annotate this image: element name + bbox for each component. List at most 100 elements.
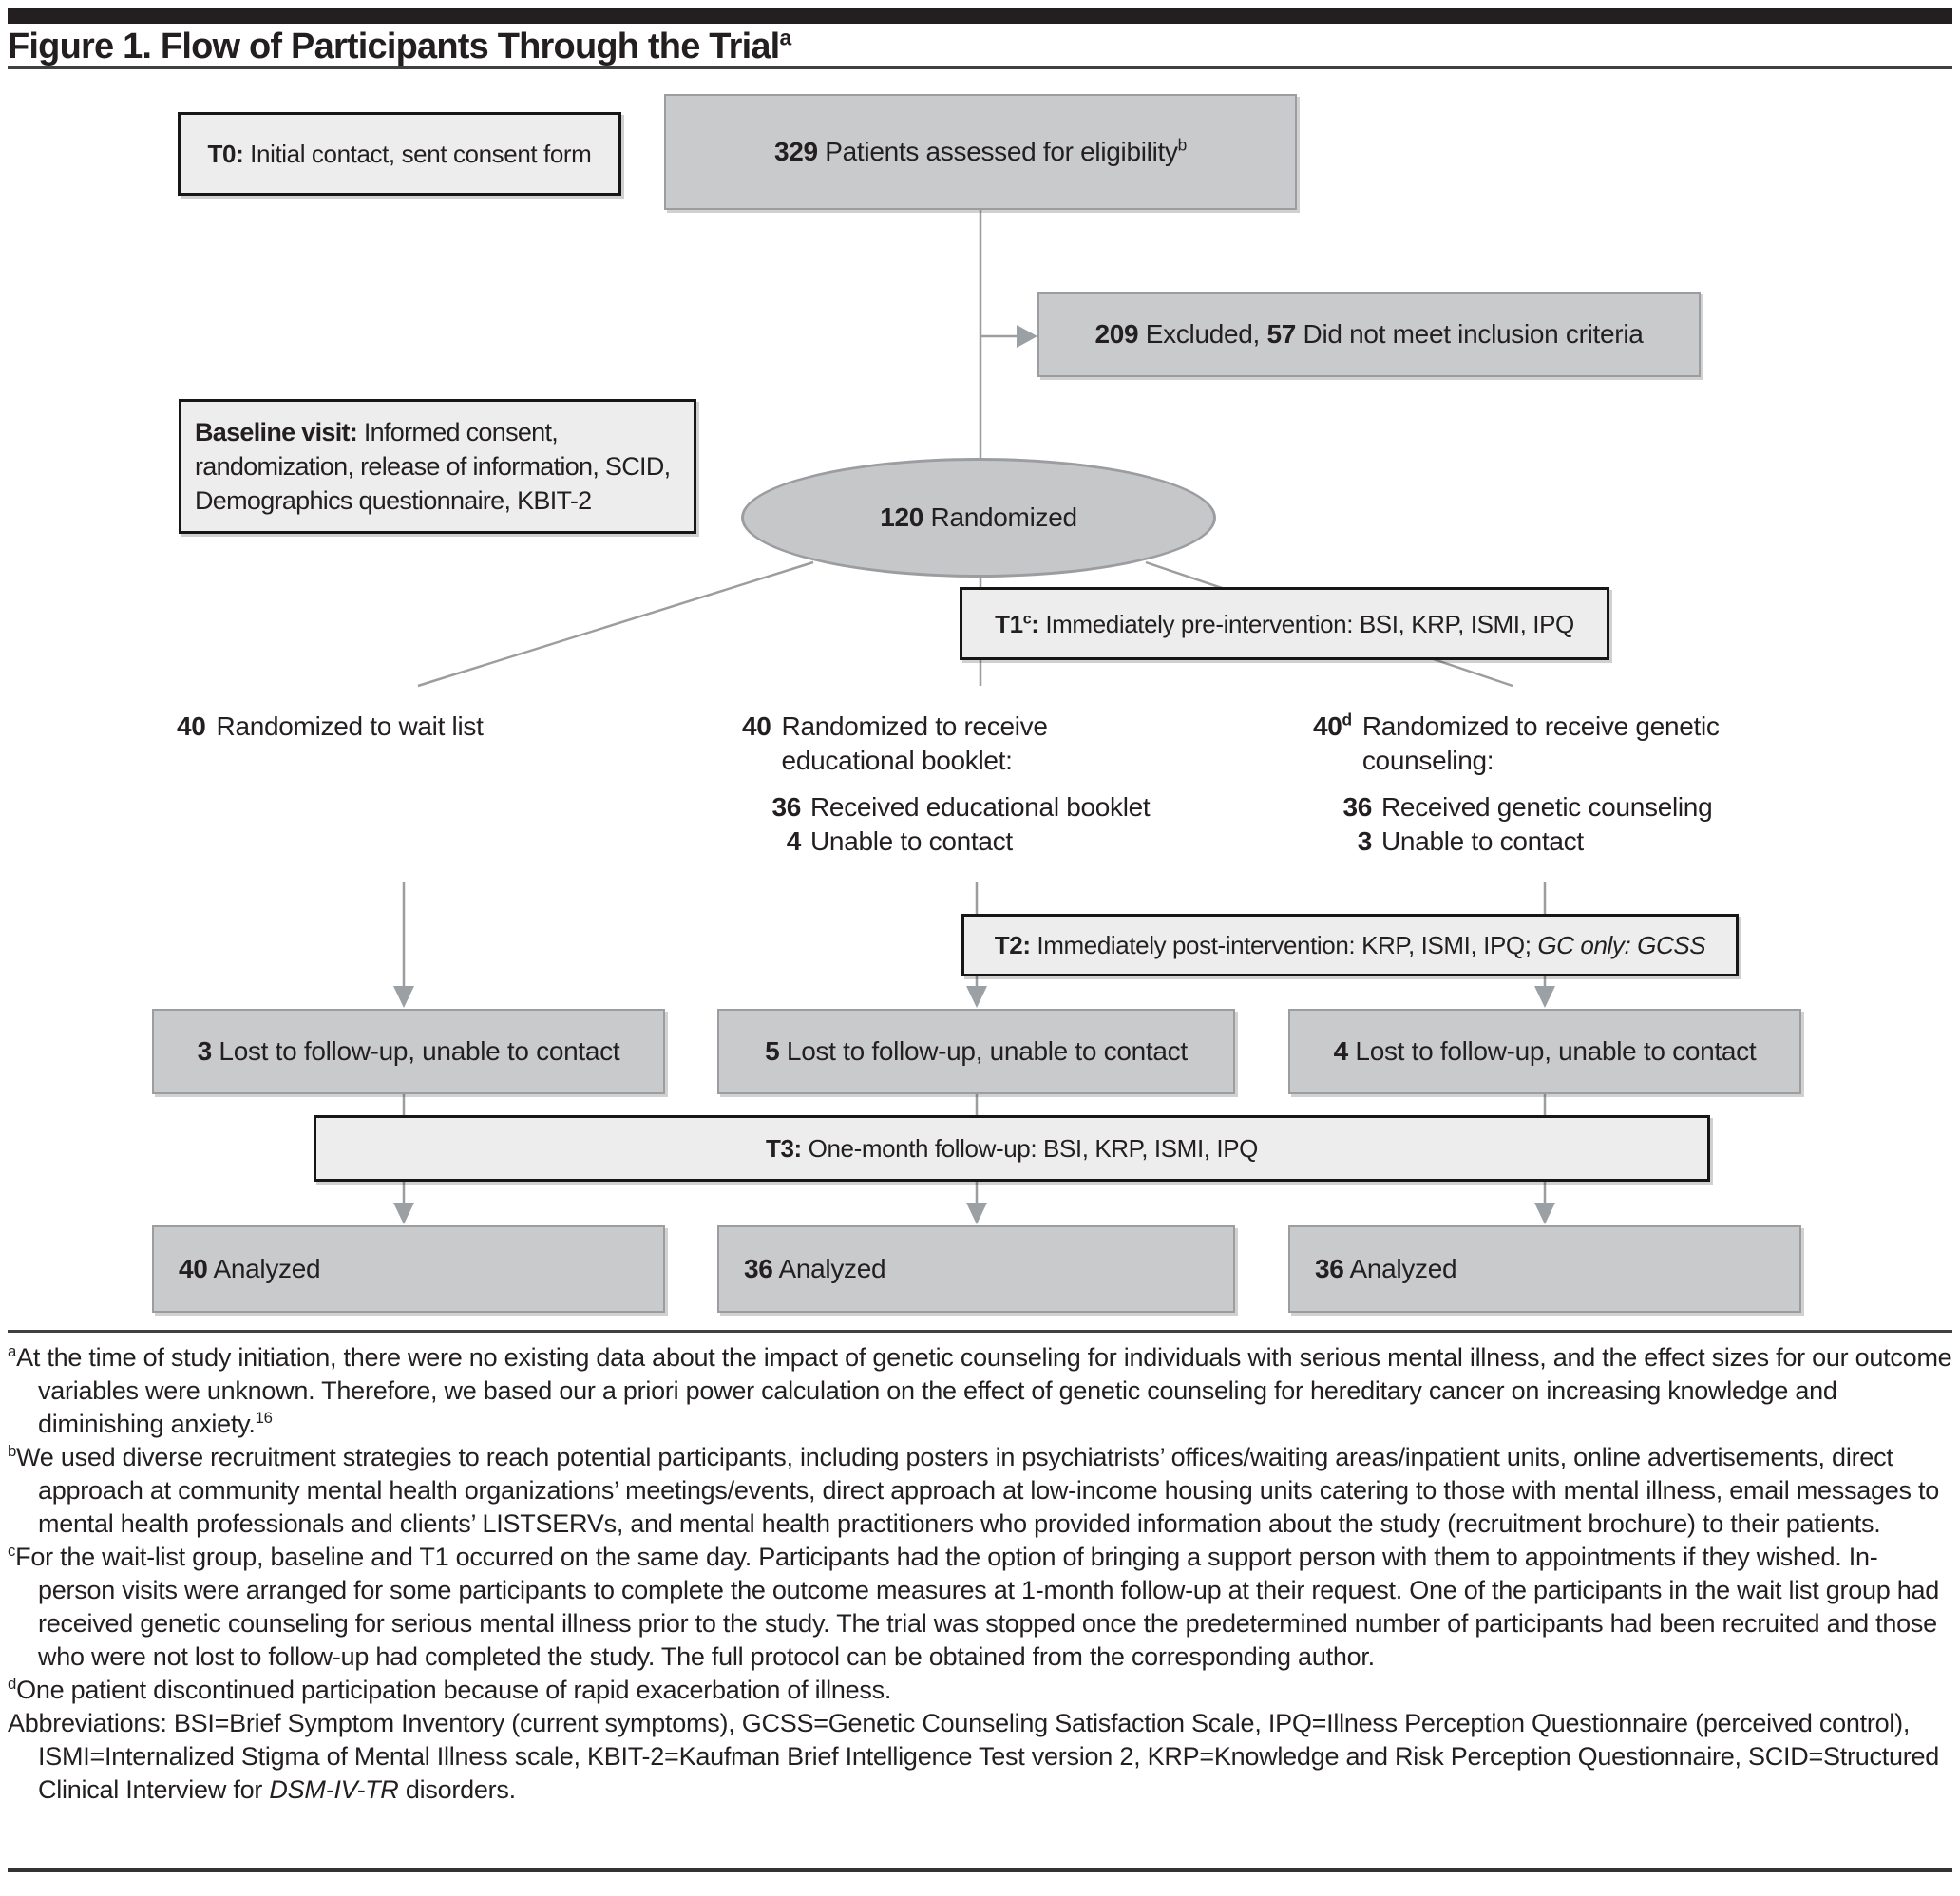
box-group-genetic-counseling: 40d Randomized to receive genetic counse… (1288, 685, 1801, 882)
arrowhead-analyzed2 (966, 1203, 987, 1224)
randomized-text: Randomized (923, 502, 1078, 532)
waitlist-text: Randomized to wait list (216, 711, 484, 741)
bottom-rule (8, 1868, 1952, 1872)
lost3-text: Lost to follow-up, unable to contact (1347, 1036, 1757, 1066)
not-meet-criteria-count: 57 (1266, 319, 1297, 349)
baseline-text: Informed consent, randomization, release… (195, 418, 671, 515)
note-t1-pre-intervention: T1c: Immediately pre-intervention: BSI, … (960, 587, 1609, 660)
footnote-c-marker: c (8, 1542, 16, 1560)
connector-randomized-to-waitlist (417, 560, 814, 688)
gc-unable-text: Unable to contact (1381, 826, 1584, 856)
analyzed1-count: 40 (179, 1254, 208, 1283)
arrowhead-excluded (1017, 325, 1037, 348)
title-divider-rule (8, 66, 1952, 69)
gc-footnote-marker: d (1342, 710, 1353, 730)
t3-text: One-month follow-up: BSI, KRP, ISMI, IPQ (801, 1134, 1259, 1163)
gc-count-wrap: 40d (1313, 710, 1352, 778)
t1-footnote-marker: c (1022, 609, 1032, 627)
booklet-received-count: 36 (771, 792, 801, 822)
box-lost-gc: 4 Lost to follow-up, unable to contact (1288, 1009, 1801, 1094)
abbreviations-tail: disorders. (398, 1775, 516, 1804)
eligibility-text: Patients assessed for eligibility (817, 137, 1178, 166)
eligibility-count: 329 (773, 137, 818, 166)
footnote-b-marker: b (8, 1442, 17, 1460)
footnote-c: cFor the wait-list group, baseline and T… (8, 1541, 1952, 1674)
lost3-count: 4 (1333, 1036, 1349, 1066)
abbreviations-italic-term: DSM-IV-TR (269, 1775, 399, 1804)
gc-unable-row: 3 Unable to contact (1328, 825, 1712, 859)
arrowhead-lost1 (393, 986, 414, 1008)
gc-text: Randomized to receive genetic counseling… (1361, 711, 1720, 775)
gc-count: 40 (1313, 711, 1342, 741)
arrowhead-analyzed1 (393, 1203, 414, 1224)
gc-received-count: 36 (1342, 792, 1372, 822)
figure-title: Figure 1. Flow of Participants Through t… (8, 25, 791, 67)
t0-label: T0: (207, 140, 244, 168)
footnote-d-marker: d (8, 1675, 17, 1693)
arrowhead-lost3 (1534, 986, 1555, 1008)
ellipse-randomized: 120 Randomized (741, 458, 1216, 578)
figure-title-footnote-marker: a (779, 25, 791, 50)
box-lost-booklet: 5 Lost to follow-up, unable to contact (717, 1009, 1235, 1094)
t1-label: T1 (995, 609, 1023, 638)
t1-label-colon: : (1031, 609, 1039, 638)
footnote-a: aAt the time of study initiation, there … (8, 1341, 1952, 1441)
box-analyzed-waitlist: 40 Analyzed (152, 1225, 665, 1313)
waitlist-count: 40 (177, 711, 206, 741)
booklet-text: Randomized to receive educational bookle… (781, 711, 1048, 775)
booklet-count: 40 (742, 711, 771, 741)
lost2-text: Lost to follow-up, unable to contact (779, 1036, 1188, 1066)
eligibility-footnote-marker: b (1177, 135, 1188, 155)
footnotes: aAt the time of study initiation, there … (8, 1341, 1952, 1807)
footnote-d-text: One patient discontinued participation b… (16, 1676, 892, 1704)
title-top-bar (8, 8, 1952, 24)
gc-received-text: Received genetic counseling (1381, 792, 1713, 822)
footnote-a-marker: a (8, 1342, 17, 1360)
analyzed3-count: 36 (1315, 1254, 1344, 1283)
arrowhead-analyzed3 (1534, 1203, 1555, 1224)
box-group-educational-booklet: 40 Randomized to receive educational boo… (717, 685, 1235, 882)
t2-text: Immediately post-intervention: KRP, ISMI… (1030, 931, 1538, 959)
box-excluded: 209 Excluded, 57 Did not meet inclusion … (1037, 292, 1701, 377)
analyzed3-text: Analyzed (1343, 1254, 1457, 1283)
booklet-unable-row: 4 Unable to contact (757, 825, 1150, 859)
box-analyzed-booklet: 36 Analyzed (717, 1225, 1235, 1313)
t0-text: Initial contact, sent consent form (243, 140, 592, 168)
abbreviations: Abbreviations: BSI=Brief Symptom Invento… (8, 1707, 1952, 1807)
t1-text: Immediately pre-intervention: BSI, KRP, … (1038, 609, 1574, 638)
gc-received-row: 36 Received genetic counseling (1328, 790, 1712, 825)
footnote-b-text: We used diverse recruitment strategies t… (16, 1443, 1940, 1538)
note-t2-post-intervention: T2: Immediately post-intervention: KRP, … (961, 914, 1739, 976)
excluded-text: Excluded, (1138, 319, 1267, 349)
note-baseline-visit: Baseline visit: Informed consent, random… (179, 399, 696, 534)
abbreviations-text: Abbreviations: BSI=Brief Symptom Invento… (8, 1709, 1940, 1804)
footnote-divider-rule (8, 1330, 1952, 1333)
excluded-count: 209 (1094, 319, 1139, 349)
t2-gc-only-text: GC only: GCSS (1537, 931, 1706, 959)
analyzed2-count: 36 (744, 1254, 773, 1283)
analyzed2-text: Analyzed (772, 1254, 886, 1283)
gc-unable-count: 3 (1357, 826, 1373, 856)
booklet-received-text: Received educational booklet (810, 792, 1151, 822)
not-meet-criteria-text: Did not meet inclusion criteria (1296, 319, 1644, 349)
footnote-d: dOne patient discontinued participation … (8, 1674, 1952, 1707)
figure-title-text: Figure 1. Flow of Participants Through t… (8, 27, 780, 66)
box-analyzed-gc: 36 Analyzed (1288, 1225, 1801, 1313)
note-t3-followup: T3: One-month follow-up: BSI, KRP, ISMI,… (314, 1115, 1710, 1182)
lost1-count: 3 (197, 1036, 213, 1066)
box-group-waitlist: 40 Randomized to wait list (152, 685, 665, 882)
arrowhead-lost2 (966, 986, 987, 1008)
booklet-unable-text: Unable to contact (810, 826, 1013, 856)
baseline-label: Baseline visit: (195, 418, 358, 446)
t3-label: T3: (765, 1134, 802, 1163)
booklet-received-row: 36 Received educational booklet (757, 790, 1150, 825)
randomized-count: 120 (880, 502, 924, 532)
footnote-c-text: For the wait-list group, baseline and T1… (15, 1543, 1940, 1671)
footnote-b: bWe used diverse recruitment strategies … (8, 1441, 1952, 1541)
lost2-count: 5 (765, 1036, 780, 1066)
footnote-a-text: At the time of study initiation, there w… (16, 1343, 1952, 1438)
box-assessed-for-eligibility: 329 Patients assessed for eligibilityb (664, 94, 1297, 210)
box-lost-waitlist: 3 Lost to follow-up, unable to contact (152, 1009, 665, 1094)
note-t0-initial-contact: T0: Initial contact, sent consent form (178, 112, 621, 196)
